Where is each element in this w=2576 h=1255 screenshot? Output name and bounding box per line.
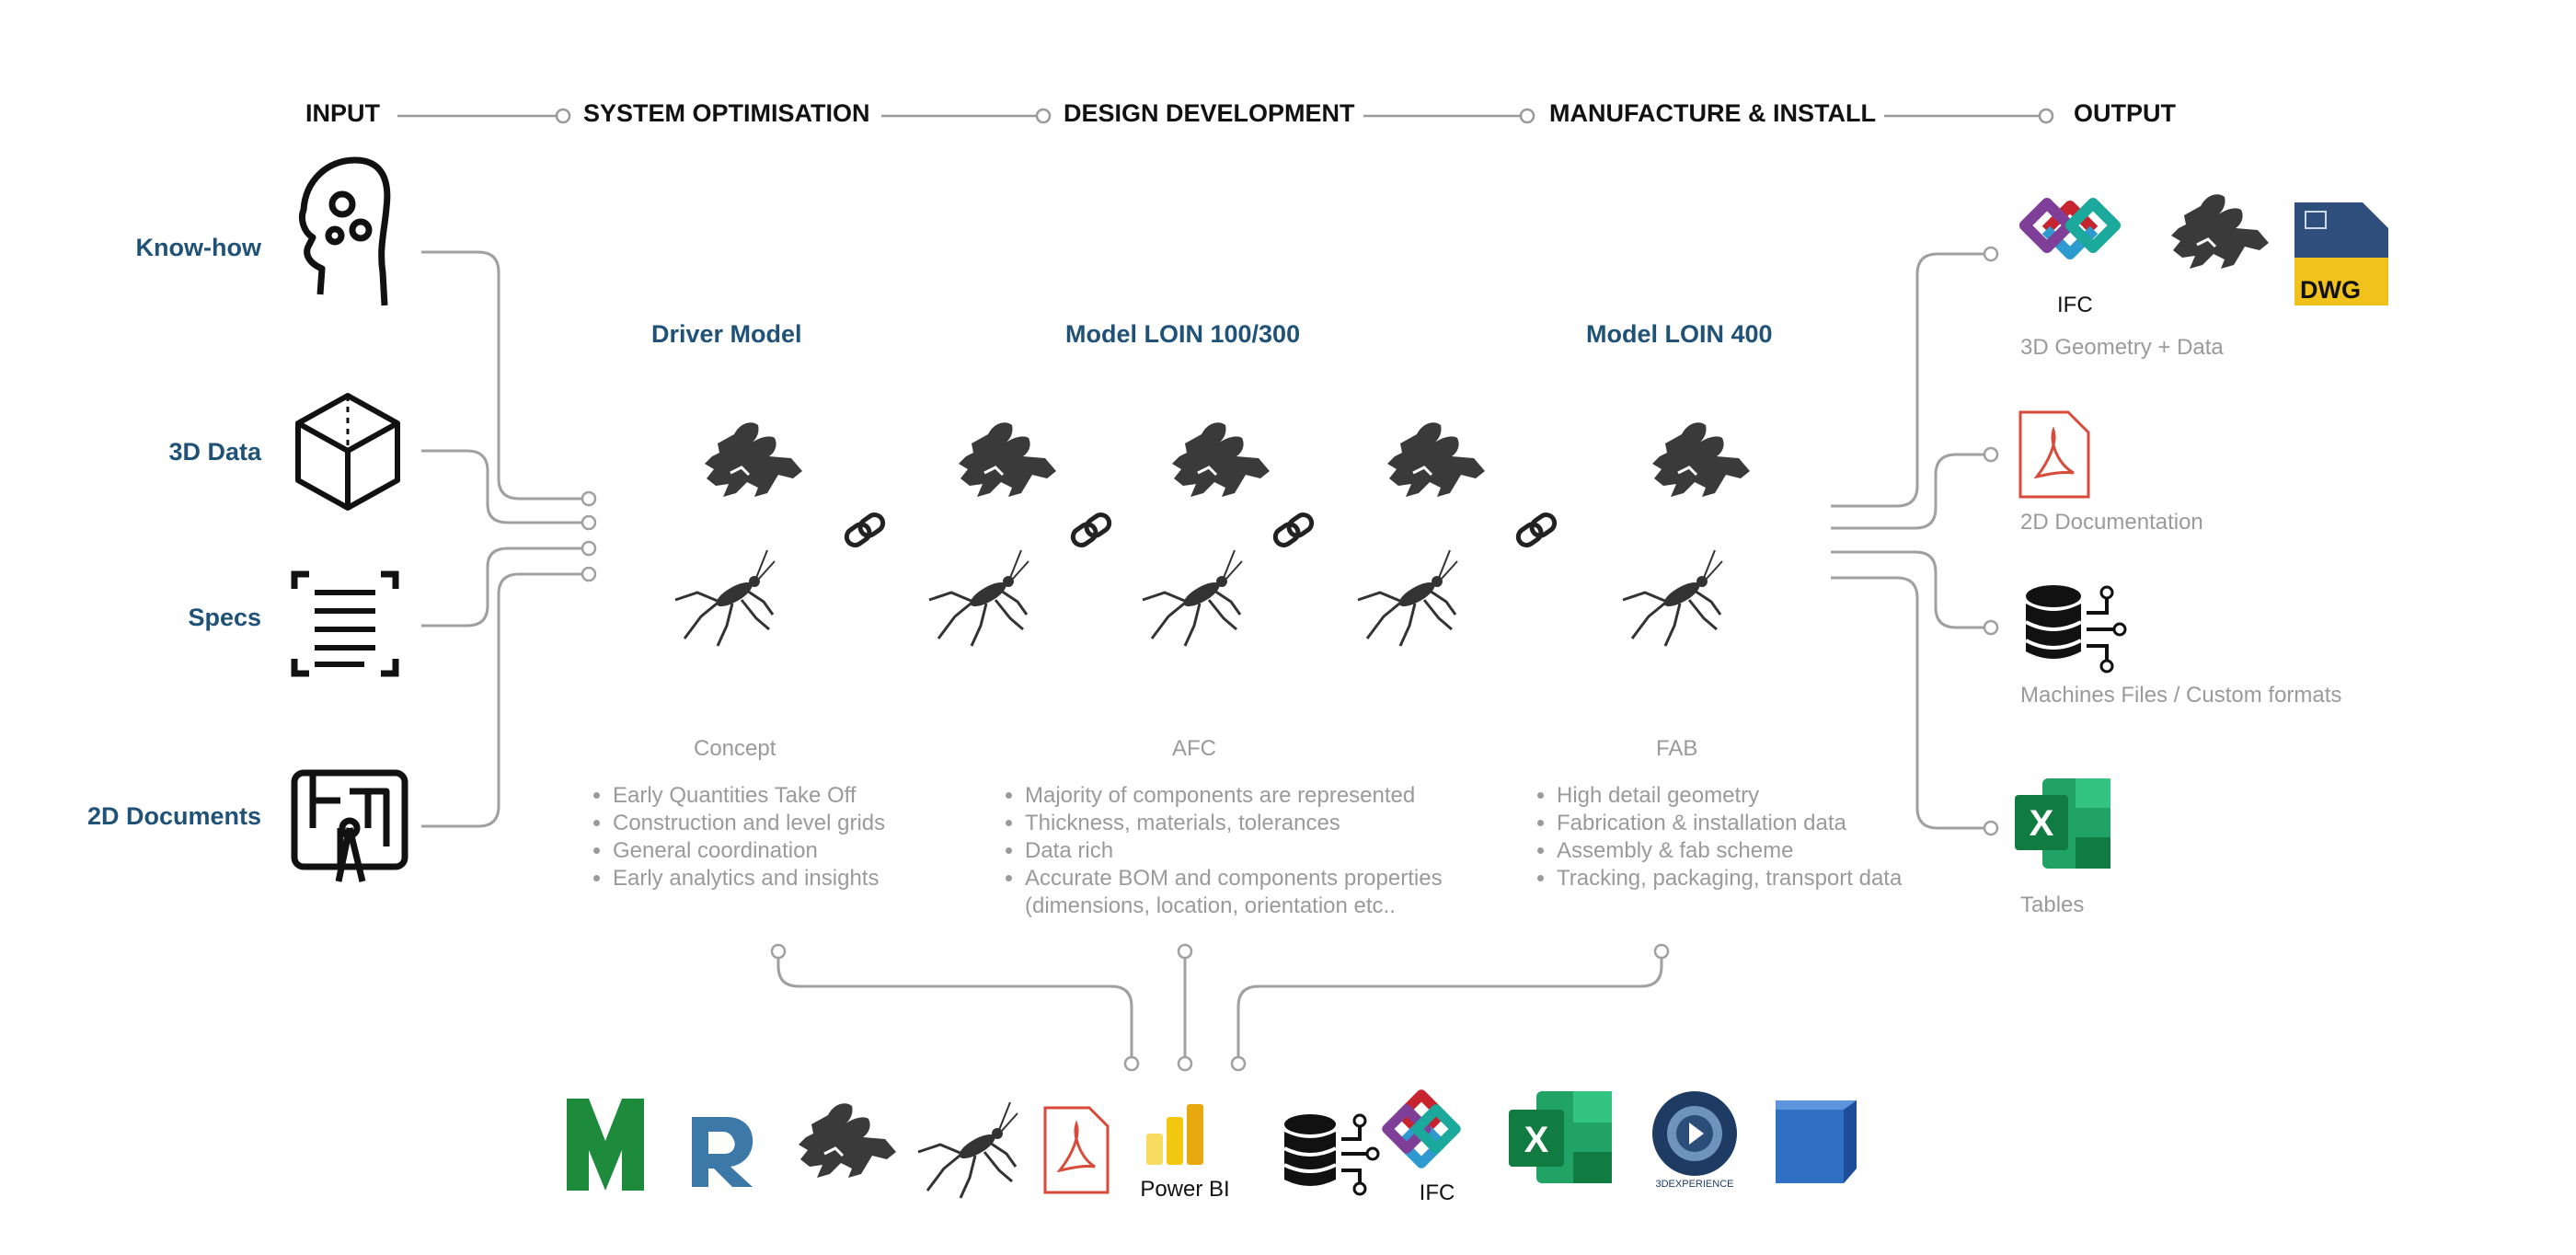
- list-item: Accurate BOM and components properties: [1025, 865, 1443, 892]
- input-label-3d-data: 3D Data: [168, 438, 261, 466]
- rhino-icon: [1386, 420, 1487, 499]
- rhino-icon: [2169, 192, 2271, 271]
- powerbi-logo-icon: [1146, 1104, 1203, 1165]
- output-label-tables: Tables: [2020, 892, 2085, 917]
- list-item: Early Quantities Take Off: [613, 782, 885, 810]
- list-item: Tracking, packaging, transport data: [1557, 865, 1902, 892]
- link-icon: [1070, 512, 1112, 548]
- ifc-logo-icon: [2018, 197, 2122, 259]
- list-item: Construction and level grids: [613, 810, 885, 837]
- cube-icon: [295, 393, 400, 511]
- excel-icon: X: [1509, 1091, 1612, 1183]
- list-item: Data rich: [1025, 837, 1443, 865]
- phase-system-optimisation: SYSTEM OPTIMISATION: [583, 99, 870, 127]
- ifc-logo-icon: [1382, 1089, 1461, 1169]
- output-connectors: [1831, 252, 1985, 830]
- grasshopper-icon: [1621, 548, 1724, 648]
- list-item: Assembly & fab scheme: [1557, 837, 1902, 865]
- grasshopper-icon: [673, 548, 776, 648]
- dwg-caption: DWG: [2300, 276, 2361, 304]
- output-label-documentation: 2D Documentation: [2020, 510, 2203, 535]
- excel-letter: X: [2030, 803, 2054, 844]
- powerbi-caption: Power BI: [1140, 1177, 1229, 1202]
- 3dexperience-caption: 3DEXPERIENCE: [1656, 1179, 1734, 1190]
- list-item: High detail geometry: [1557, 782, 1902, 810]
- list-item: Thickness, materials, tolerances: [1025, 810, 1443, 837]
- phase-input: INPUT: [305, 99, 380, 127]
- head-gears-icon: [298, 156, 391, 306]
- list-item: Fabrication & installation data: [1557, 810, 1902, 837]
- input-connectors: [421, 250, 583, 828]
- link-icon: [844, 512, 886, 548]
- modelical-logo-icon: [567, 1099, 644, 1191]
- database-icon: [1283, 1113, 1380, 1196]
- list-item: General coordination: [613, 837, 885, 865]
- list-item: Majority of components are represented: [1025, 782, 1443, 810]
- dwg-file-icon: [2294, 202, 2388, 305]
- stage-title-afc: AFC: [1172, 736, 1216, 761]
- rhino-icon: [797, 1101, 898, 1180]
- phase-design-development: DESIGN DEVELOPMENT: [1064, 99, 1355, 127]
- spec-document-icon: [291, 570, 399, 677]
- blueprint-icon: [291, 769, 408, 882]
- pdf-file-icon: [2018, 410, 2090, 499]
- input-label-2d-documents: 2D Documents: [86, 802, 261, 830]
- input-label-know-how: Know-how: [135, 234, 261, 261]
- fab-bullet-list: High detail geometry Fabrication & insta…: [1524, 782, 1902, 892]
- grasshopper-icon: [1356, 548, 1459, 648]
- cube-logo-icon: [1776, 1100, 1857, 1183]
- stage-title-concept: Concept: [694, 736, 776, 761]
- rhino-icon: [957, 420, 1058, 499]
- afc-bullet-list: Majority of components are represented T…: [992, 782, 1443, 920]
- output-label-geometry: 3D Geometry + Data: [2020, 335, 2224, 360]
- output-label-machines: Machines Files / Custom formats: [2020, 683, 2342, 708]
- grasshopper-icon: [927, 548, 1030, 648]
- concept-bullet-list: Early Quantities Take Off Construction a…: [580, 782, 885, 892]
- input-label-specs: Specs: [188, 604, 261, 631]
- ifc-caption: IFC: [1420, 1180, 1455, 1205]
- rhino-icon: [1170, 420, 1271, 499]
- pdf-file-icon: [1043, 1106, 1110, 1194]
- grasshopper-icon: [916, 1100, 1019, 1200]
- revit-logo-icon: [692, 1117, 753, 1187]
- list-item: (dimensions, location, orientation etc..: [1025, 893, 1396, 918]
- rhino-icon: [1650, 420, 1752, 499]
- model-title-driver: Driver Model: [651, 320, 802, 348]
- database-icon: [2025, 585, 2127, 674]
- phase-timeline: [397, 108, 2054, 124]
- grasshopper-icon: [1141, 548, 1244, 648]
- model-title-loin-100-300: Model LOIN 100/300: [1065, 320, 1301, 348]
- model-title-loin-400: Model LOIN 400: [1586, 320, 1773, 348]
- phase-manufacture-install: MANUFACTURE & INSTALL: [1549, 99, 1876, 127]
- rhino-icon: [703, 420, 804, 499]
- 3dexperience-compass-icon: [1652, 1091, 1737, 1176]
- link-icon: [1272, 512, 1315, 548]
- excel-letter: X: [1524, 1120, 1549, 1160]
- link-icon: [1515, 512, 1558, 548]
- ifc-caption: IFC: [2057, 293, 2093, 317]
- list-item: Early analytics and insights: [613, 865, 885, 892]
- stage-title-fab: FAB: [1656, 736, 1698, 761]
- bottom-connectors: [776, 950, 1663, 1056]
- excel-icon: X: [2015, 778, 2110, 869]
- phase-output: OUTPUT: [2074, 99, 2176, 127]
